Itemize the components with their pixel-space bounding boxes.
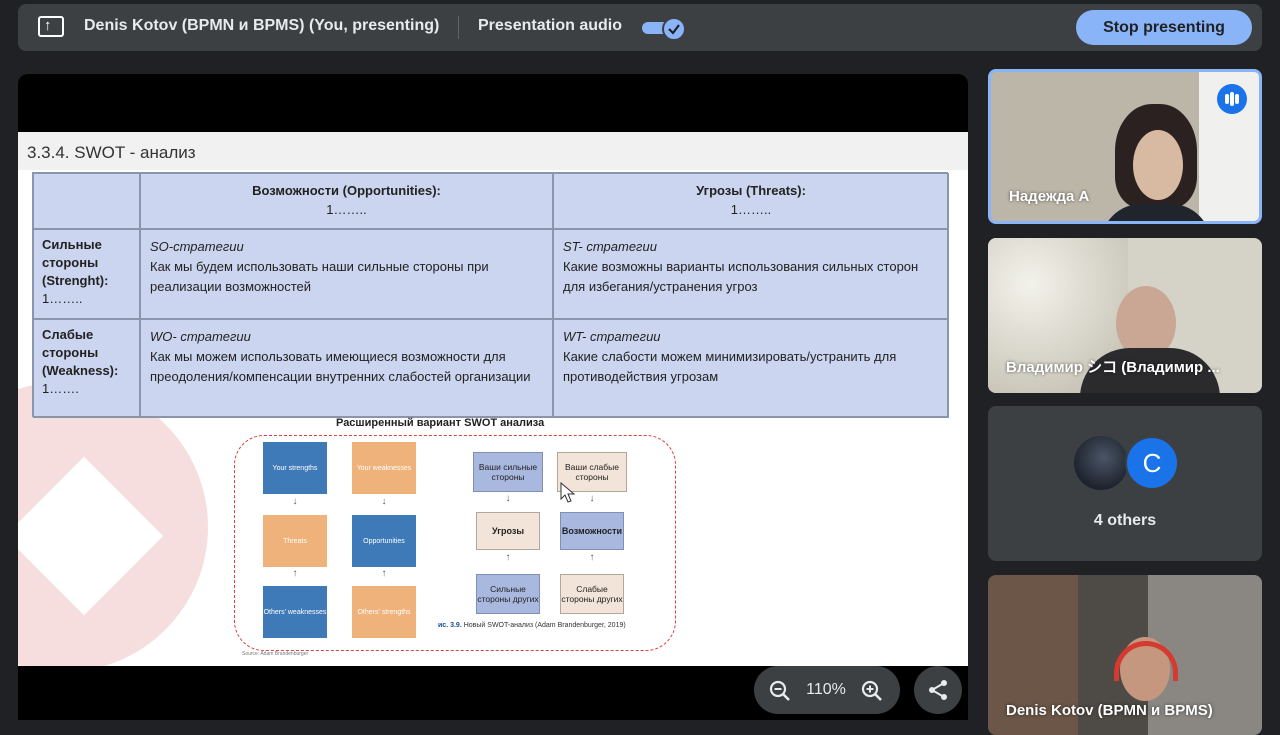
participant-tile-self[interactable]: Denis Kotov (BPMN и BPMS) — [988, 575, 1262, 735]
so-cell: SO-стратегии Как мы будем использовать н… — [140, 229, 553, 319]
table-corner — [33, 173, 140, 229]
share-button[interactable] — [914, 666, 962, 714]
wt-title: WT- стратегии — [563, 329, 661, 344]
wo-title: WO- стратегии — [150, 329, 251, 344]
so-text: Как мы будем использовать наши сильные с… — [150, 259, 489, 294]
diagram-box-others-weak: Слабые стороны других — [560, 574, 624, 614]
down-arrow-icon: ↓ — [381, 496, 387, 507]
diagram-box-your-weaknesses: Your weaknesses — [352, 442, 416, 494]
zoom-in-icon[interactable] — [860, 679, 884, 703]
extended-swot-frame — [234, 435, 676, 651]
diagram-source: Source: Adam Brandenburger — [242, 651, 309, 657]
opportunities-header: Возможности (Opportunities): 1…….. — [140, 173, 553, 229]
check-icon — [668, 24, 680, 35]
participant-video-body — [1080, 348, 1220, 393]
shared-slide: 3.3.4. SWOT - анализ Возможности (Opport… — [18, 132, 968, 666]
presentation-audio-label: Presentation audio — [478, 17, 623, 34]
participant-video-head — [1116, 286, 1176, 360]
diagram-box-others-weaknesses: Others' weaknesses — [263, 586, 327, 638]
diagram-box-others-strong: Сильные стороны других — [476, 574, 540, 614]
down-arrow-icon: ↓ — [505, 493, 511, 504]
diagram-box-your-strong: Ваши сильные стороны — [473, 452, 543, 492]
down-arrow-icon: ↓ — [292, 496, 298, 507]
avatar — [1074, 436, 1128, 490]
threats-title: Угрозы (Threats): — [696, 183, 806, 198]
diagram-box-threats: Threats — [263, 515, 327, 567]
so-title: SO-стратегии — [150, 239, 244, 254]
wt-cell: WT- стратегии Какие слабости можем миним… — [553, 319, 949, 418]
strengths-label: Сильные стороны (Strenght): — [42, 237, 109, 288]
participant-tile-others[interactable]: C 4 others — [988, 406, 1262, 561]
caption-text: Новый SWOT-анализ (Adam Brandenburger, 2… — [463, 622, 626, 629]
down-arrow-icon: ↓ — [589, 493, 595, 504]
diagram-box-opportunities-ru: Возможности — [560, 512, 624, 550]
presentation-bar: ↑ Denis Kotov (BPMN и BPMS) (You, presen… — [18, 4, 1262, 51]
audio-level-bar — [1225, 94, 1229, 104]
slide-title: 3.3.4. SWOT - анализ — [27, 143, 196, 162]
up-arrow-icon: ↑ — [292, 568, 298, 579]
participant-name: Владимир シコ (Владимир ... — [1006, 359, 1220, 376]
extended-swot-title: Расширенный вариант SWOT анализа — [336, 417, 545, 429]
zoom-level: 110% — [806, 681, 846, 698]
present-to-all-icon: ↑ — [38, 16, 64, 37]
up-arrow-icon: ↑ — [505, 552, 511, 563]
diagram-box-your-strengths: Your strengths — [263, 442, 327, 494]
others-count-label: 4 others — [1093, 512, 1157, 529]
threats-sub: 1…….. — [730, 202, 772, 217]
audio-level-bar — [1235, 94, 1239, 104]
video-background — [988, 575, 1078, 735]
presentation-audio-toggle[interactable] — [642, 17, 686, 41]
diagram-box-your-weak: Ваши слабые стороны — [557, 452, 627, 492]
diagram-box-threats-ru: Угрозы — [476, 512, 540, 550]
zoom-controls: 110% — [754, 666, 900, 714]
st-cell: ST- стратегии Какие возможны варианты ис… — [553, 229, 949, 319]
diagram-box-opportunities: Opportunities — [352, 515, 416, 567]
share-icon — [929, 680, 947, 700]
weakness-label: Слабые стороны (Weakness): — [42, 327, 119, 378]
st-text: Какие возможны варианты использования си… — [563, 259, 919, 294]
participant-name: Denis Kotov (BPMN и BPMS) — [1006, 702, 1213, 719]
strengths-sub: 1…….. — [42, 291, 83, 306]
weakness-sub: 1……. — [42, 381, 79, 396]
participant-name: Надежда А — [1009, 188, 1090, 205]
wt-text: Какие слабости можем минимизировать/устр… — [563, 349, 897, 384]
opportunities-sub: 1…….. — [326, 202, 367, 217]
zoom-out-icon[interactable] — [768, 679, 792, 703]
st-title: ST- стратегии — [563, 239, 657, 254]
divider — [458, 16, 459, 39]
headphones-icon — [1114, 641, 1178, 681]
threats-header: Угрозы (Threats): 1…….. — [553, 173, 949, 229]
stop-presenting-button[interactable]: Stop presenting — [1076, 10, 1252, 45]
participant-video-face — [1133, 130, 1183, 200]
mouse-cursor-icon — [560, 482, 576, 503]
wo-text: Как мы можем использовать имеющиеся возм… — [150, 349, 531, 384]
participant-tile-nadezhda[interactable]: Надежда А — [988, 69, 1262, 224]
toggle-knob — [662, 17, 686, 41]
wo-cell: WO- стратегии Как мы можем использовать … — [140, 319, 553, 418]
slide-title-bar: 3.3.4. SWOT - анализ — [18, 132, 968, 170]
presenter-title: Denis Kotov (BPMN и BPMS) (You, presenti… — [84, 17, 440, 34]
participant-video-body — [1101, 204, 1211, 221]
weakness-row-label: Слабые стороны (Weakness): 1……. — [33, 319, 140, 418]
up-arrow-icon: ↑ — [381, 568, 387, 579]
swot-table: Возможности (Opportunities): 1…….. Угроз… — [32, 172, 949, 418]
diagram-box-others-strengths: Others' strengths — [352, 586, 416, 638]
audio-level-bar — [1230, 92, 1234, 106]
speaking-indicator-icon — [1217, 84, 1247, 114]
caption-prefix: ис. 3.9. — [438, 622, 462, 629]
strengths-row-label: Сильные стороны (Strenght): 1…….. — [33, 229, 140, 319]
diagram-caption: ис. 3.9. Новый SWOT-анализ (Adam Branden… — [438, 622, 626, 629]
up-arrow-icon: ↑ — [589, 552, 595, 563]
presentation-stage: 3.3.4. SWOT - анализ Возможности (Opport… — [18, 74, 968, 720]
participant-tile-vladimir[interactable]: Владимир シコ (Владимир ... — [988, 238, 1262, 393]
opportunities-title: Возможности (Opportunities): — [252, 183, 441, 198]
avatar-letter: C — [1125, 436, 1179, 490]
